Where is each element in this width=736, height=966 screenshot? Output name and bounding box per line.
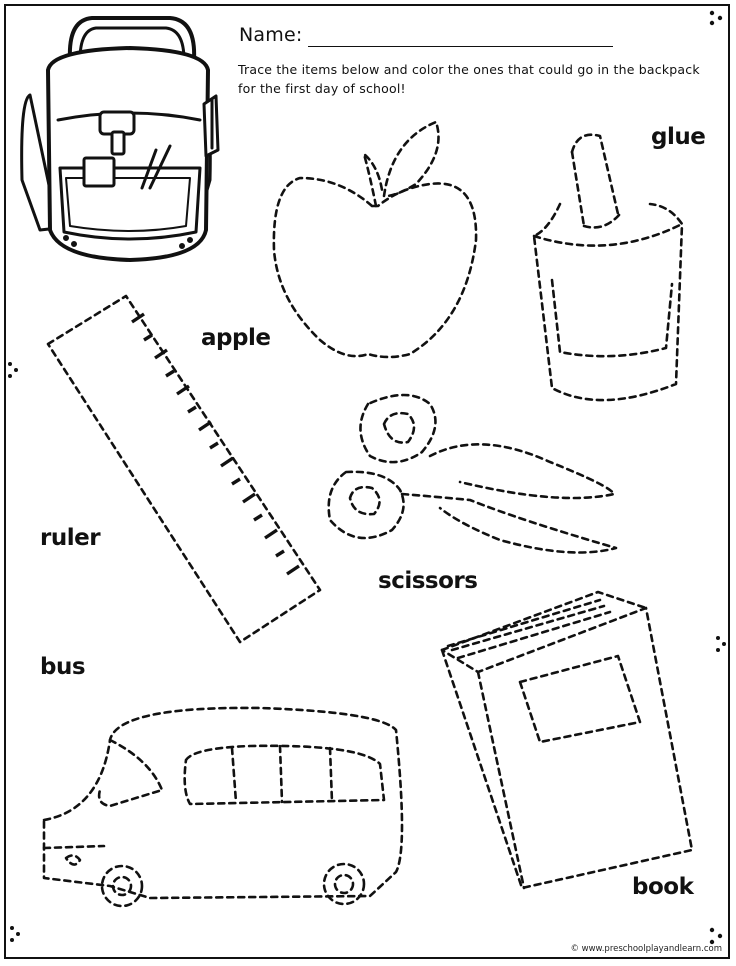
book-icon — [440, 590, 694, 890]
ruler-ticks — [131, 312, 300, 576]
name-field[interactable] — [308, 46, 613, 47]
glue-icon — [532, 133, 684, 402]
bus-icon — [42, 706, 404, 908]
corner-dots — [8, 10, 726, 945]
page-border — [4, 4, 730, 959]
label-bus: bus — [40, 654, 86, 680]
label-ruler: ruler — [40, 525, 101, 551]
ruler-icon — [46, 294, 322, 644]
instructions-text: Trace the items below and color the ones… — [238, 62, 700, 96]
label-glue: glue — [651, 124, 706, 150]
scissors-icon — [327, 393, 618, 554]
label-book: book — [632, 874, 694, 900]
label-apple: apple — [201, 325, 271, 351]
label-scissors: scissors — [378, 568, 478, 594]
apple-icon — [272, 120, 478, 359]
backpack-icon — [20, 16, 220, 262]
footer-website: © www.preschoolplayandlearn.com — [570, 944, 722, 954]
name-label: Name: — [239, 24, 303, 46]
